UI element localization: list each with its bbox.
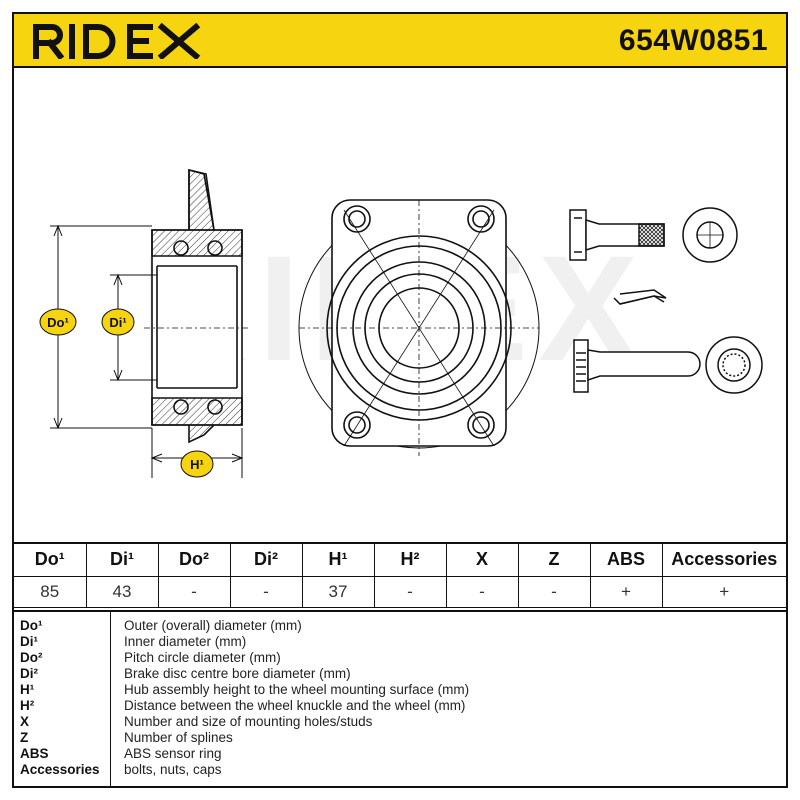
legend-item: Accessories bolts, nuts, caps	[14, 762, 786, 778]
drawing-canvas: RIDEX	[39, 168, 763, 478]
legend-item: Di² Brake disc centre bore diameter (mm)	[14, 666, 786, 682]
svg-text:Di¹: Di¹	[109, 315, 126, 330]
legend-abbr: Do²	[20, 650, 43, 665]
technical-drawing: RIDEX	[14, 70, 786, 544]
header-h2: H²	[373, 544, 447, 577]
legend-item: Z Number of splines	[14, 730, 786, 746]
legend-desc: ABS sensor ring	[124, 746, 222, 761]
legend-abbr: X	[20, 714, 30, 729]
value-do1: 85	[14, 575, 87, 608]
bolt-end-view-icon	[682, 207, 738, 263]
ridex-logo-icon	[33, 22, 201, 61]
legend-item: Do² Pitch circle diameter (mm)	[14, 650, 786, 666]
value-abs: +	[589, 575, 663, 608]
value-z: -	[517, 575, 591, 608]
legend-item: Do¹ Outer (overall) diameter (mm)	[14, 618, 786, 634]
part-number: 654W0851	[618, 24, 768, 57]
legend-abbr: Di²	[20, 666, 38, 681]
legend-item: H¹ Hub assembly height to the wheel moun…	[14, 682, 786, 698]
header-di1: Di¹	[85, 544, 159, 577]
legend-abbr: H²	[20, 698, 35, 713]
hub-flange-front-view-icon	[298, 199, 540, 456]
ridex-logo	[32, 22, 202, 64]
label-h: H¹	[180, 450, 214, 478]
legend-item: ABS ABS sensor ring	[14, 746, 786, 762]
label-di: Di¹	[101, 308, 135, 336]
legend-desc: Number and size of mounting holes/studs	[124, 714, 373, 729]
legend-item: X Number and size of mounting holes/stud…	[14, 714, 786, 730]
legend-abbr: Accessories	[20, 762, 100, 777]
header-do1: Do¹	[14, 544, 87, 577]
value-do2: -	[157, 575, 231, 608]
label-do: Do¹	[39, 308, 77, 336]
legend-abbr: ABS	[20, 746, 49, 761]
axle-nut-icon	[573, 339, 701, 393]
wheel-bearing-section-icon	[144, 168, 250, 444]
legend-abbr: Do¹	[20, 618, 43, 633]
flange-bolt-icon	[569, 209, 665, 261]
specs-header-row: Do¹ Di¹ Do² Di² H¹ H² X Z ABS Accessorie…	[14, 544, 786, 577]
header-h1: H¹	[301, 544, 375, 577]
value-accessories: +	[661, 575, 786, 608]
legend-desc: Outer (overall) diameter (mm)	[124, 618, 302, 633]
axle-nut-end-view-icon	[705, 336, 763, 394]
value-h1: 37	[301, 575, 375, 608]
legend-desc: Distance between the wheel knuckle and t…	[124, 698, 466, 713]
header-bar: 654W0851	[14, 14, 786, 68]
legend-item: H² Distance between the wheel knuckle an…	[14, 698, 786, 714]
retaining-clip-icon	[613, 289, 667, 305]
svg-text:H¹: H¹	[190, 457, 204, 472]
dimension-h	[150, 428, 244, 478]
legend-divider	[110, 612, 111, 788]
product-sheet: 654W0851 RIDEX	[12, 12, 788, 788]
header-abs: ABS	[589, 544, 663, 577]
header-do2: Do²	[157, 544, 231, 577]
header-di2: Di²	[229, 544, 303, 577]
value-di1: 43	[85, 575, 159, 608]
legend-abbr: Z	[20, 730, 29, 745]
legend-item: Di¹ Inner diameter (mm)	[14, 634, 786, 650]
header-z: Z	[517, 544, 591, 577]
header-x: X	[445, 544, 519, 577]
legend-desc: Inner diameter (mm)	[124, 634, 247, 649]
legend-desc: Number of splines	[124, 730, 233, 745]
value-h2: -	[373, 575, 447, 608]
legend-desc: bolts, nuts, caps	[124, 762, 222, 777]
specs-value-row: 85 43 - - 37 - - - + +	[14, 575, 786, 608]
legend: Do¹ Outer (overall) diameter (mm) Di¹ In…	[14, 610, 786, 788]
specs-table: Do¹ Di¹ Do² Di² H¹ H² X Z ABS Accessorie…	[14, 544, 786, 608]
legend-desc: Brake disc centre bore diameter (mm)	[124, 666, 351, 681]
value-x: -	[445, 575, 519, 608]
legend-desc: Pitch circle diameter (mm)	[124, 650, 281, 665]
legend-abbr: Di¹	[20, 634, 38, 649]
svg-text:Do¹: Do¹	[47, 315, 69, 330]
header-accessories: Accessories	[661, 544, 786, 577]
legend-desc: Hub assembly height to the wheel mountin…	[124, 682, 470, 697]
legend-abbr: H¹	[20, 682, 35, 697]
value-di2: -	[229, 575, 303, 608]
